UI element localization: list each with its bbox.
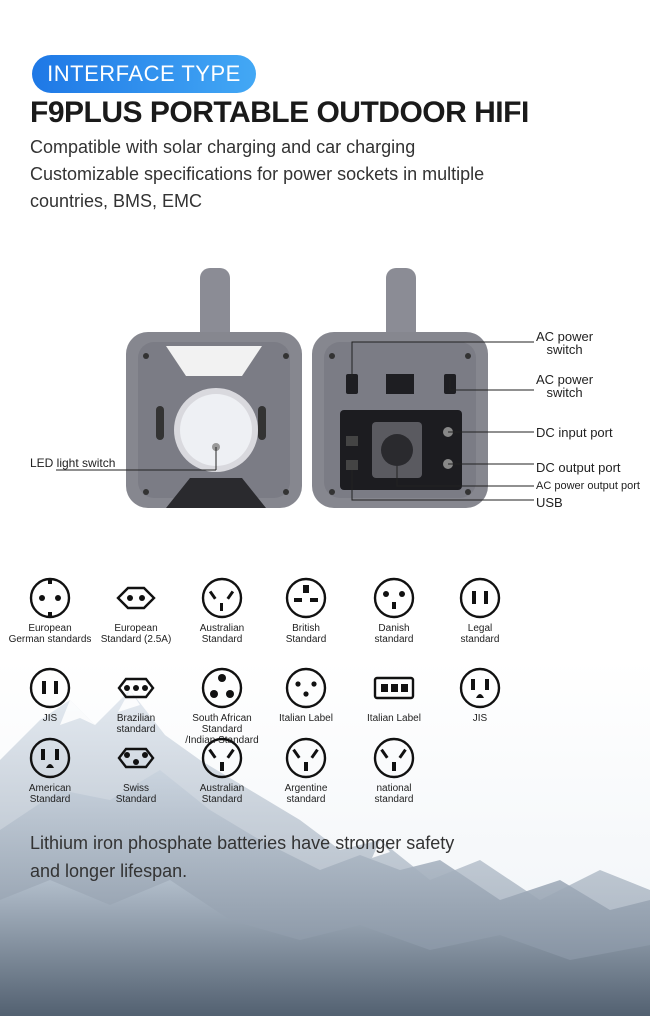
triangle-small-pin-icon xyxy=(285,667,327,709)
danish-icon xyxy=(373,577,415,619)
led-light-switch-label: LED light switch xyxy=(30,456,116,470)
plug-standard-name: /Indian Standard xyxy=(185,735,259,746)
plug-standard-name: Italian Label xyxy=(367,713,421,724)
page-title: F9PLUS PORTABLE OUTDOOR HIFI xyxy=(30,96,529,129)
plug-standard-name: Argentine xyxy=(284,783,328,794)
three-rect-pin-icon xyxy=(285,577,327,619)
plug-standard-name: Legal xyxy=(467,623,493,634)
plug-standard-name: South African Standard xyxy=(192,713,252,735)
ac-power-switch-label: AC power switch xyxy=(536,373,593,399)
plug-standard-item: JIS xyxy=(0,666,100,724)
angled-ground-pin-icon xyxy=(285,737,327,779)
back-unit xyxy=(312,268,488,508)
plug-standard-name: standard xyxy=(116,724,156,735)
angled-ground-pin-icon xyxy=(373,737,415,779)
angled-ground-pin-icon xyxy=(201,737,243,779)
two-flat-pin-icon xyxy=(459,577,501,619)
plug-standard-name: standard xyxy=(286,794,326,805)
plug-standard-name: Standard xyxy=(201,634,243,645)
power-station-image xyxy=(56,268,534,508)
usb-label: USB xyxy=(536,495,563,510)
plug-standard-name: standard xyxy=(374,634,414,645)
plug-standard-name: Italian Label xyxy=(279,713,333,724)
plug-standard-name: Australian xyxy=(199,623,245,634)
plug-standard-name: Standard xyxy=(115,794,157,805)
front-unit xyxy=(126,268,302,508)
plug-standard-name: national xyxy=(376,783,412,794)
three-inline-round-icon xyxy=(117,677,155,699)
label-line: AC power xyxy=(536,372,594,387)
battery-note-line: Lithium iron phosphate batteries have st… xyxy=(30,833,455,853)
dc-input-port-label: DC input port xyxy=(536,425,613,440)
plug-standard-name: Australian xyxy=(199,783,245,794)
ac-power-switch-label: AC power switch xyxy=(536,330,593,356)
label-line: switch xyxy=(546,342,583,357)
plug-standard-name: American xyxy=(28,783,72,794)
description-line: Compatible with solar charging and car c… xyxy=(30,137,416,157)
plug-standard-name: German standards xyxy=(8,634,92,645)
two-flat-pin-icon xyxy=(29,667,71,709)
plug-standard-item: Italian Label xyxy=(256,666,356,724)
plug-standard-name: Standard xyxy=(201,794,243,805)
plug-standard-name: standard xyxy=(374,794,414,805)
plug-standard-name: Brazilian xyxy=(116,713,156,724)
plug-standard-name: European xyxy=(28,623,72,634)
plug-standard-name: British xyxy=(292,623,320,634)
plug-standard-name: European xyxy=(114,623,158,634)
label-line: switch xyxy=(546,385,583,400)
plug-standard-item: JIS xyxy=(430,666,530,724)
angled-pin-icon xyxy=(201,577,243,619)
ac-power-output-port-label: AC power output port xyxy=(536,480,640,492)
plug-standard-item: South African Standard/Indian Standard xyxy=(172,666,272,746)
description-line: Customizable specifications for power so… xyxy=(30,164,485,184)
plug-standard-name: Standard xyxy=(285,634,327,645)
plug-standard-name: standard xyxy=(460,634,500,645)
round-two-pin-icon xyxy=(29,577,71,619)
description-line: countries, BMS, EMC xyxy=(30,191,203,211)
description: Compatible with solar charging and car c… xyxy=(30,134,590,215)
plug-standard-name: Standard (2.5A) xyxy=(100,634,172,645)
plug-standard-name: Danish xyxy=(378,623,410,634)
plug-standard-name: Swiss xyxy=(122,783,150,794)
battery-note: Lithium iron phosphate batteries have st… xyxy=(30,829,550,885)
plug-standard-name: JIS xyxy=(42,713,58,724)
swiss-icon xyxy=(117,747,155,769)
three-inline-square-icon xyxy=(373,676,415,700)
two-pin-ground-icon xyxy=(459,667,501,709)
triangle-round-pin-icon xyxy=(201,667,243,709)
plug-standard-name: JIS xyxy=(472,713,488,724)
europlug-icon xyxy=(116,586,156,610)
battery-note-line: and longer lifespan. xyxy=(30,861,188,881)
interface-type-badge: INTERFACE TYPE xyxy=(32,55,256,93)
plug-standard-name: Standard xyxy=(29,794,71,805)
plug-standard-item: Italian Label xyxy=(344,666,444,724)
label-line: AC power xyxy=(536,329,594,344)
product-illustration: LED light switch AC power switch AC powe… xyxy=(0,260,650,520)
two-pin-ground-icon xyxy=(29,737,71,779)
dc-output-port-label: DC output port xyxy=(536,460,621,475)
